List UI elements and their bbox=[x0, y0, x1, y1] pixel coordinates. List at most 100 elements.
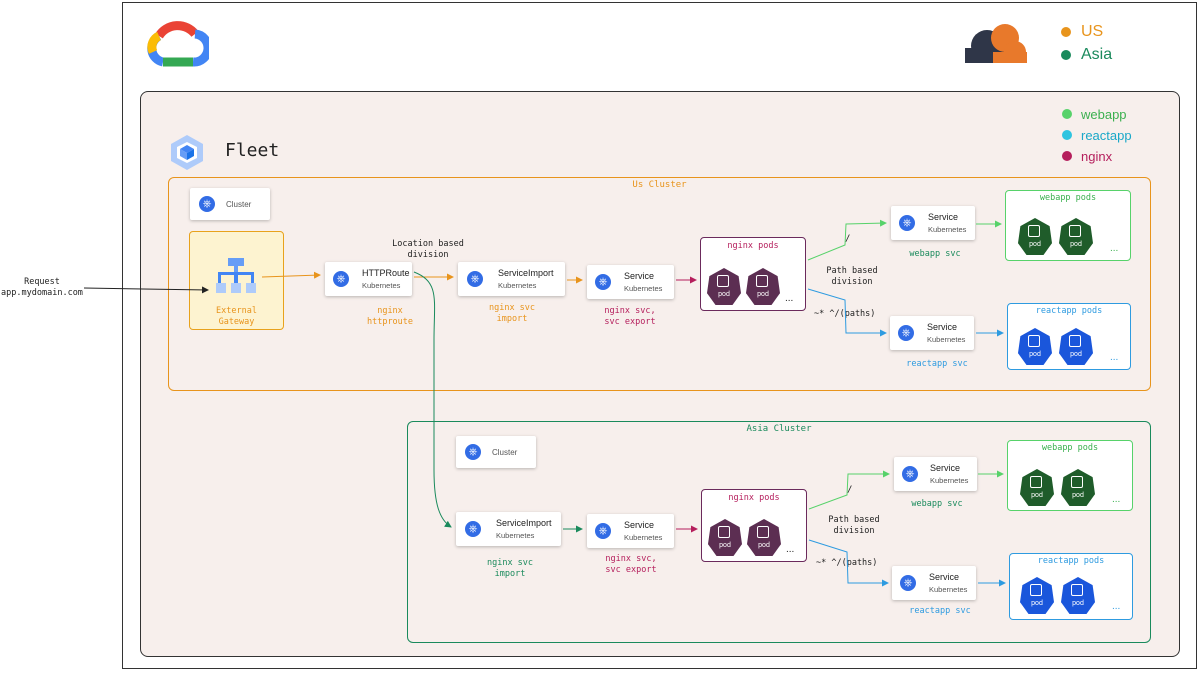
more-pods: ... bbox=[1112, 601, 1121, 612]
card-subtitle: Kubernetes bbox=[930, 476, 969, 485]
httproute-card: ⎈ HTTPRoute Kubernetes bbox=[325, 262, 412, 296]
route-paths-label: ~* ^/(paths) bbox=[816, 558, 878, 568]
region-cloud-icon bbox=[965, 24, 1027, 63]
card-subtitle: Kubernetes bbox=[928, 225, 967, 234]
legend-item-reactapp: reactapp bbox=[1062, 126, 1132, 144]
more-pods: ... bbox=[1110, 243, 1119, 254]
us-serviceimport-card: ⎈ ServiceImport Kubernetes bbox=[458, 262, 565, 296]
kubernetes-icon: ⎈ bbox=[595, 523, 611, 539]
kubernetes-icon: ⎈ bbox=[902, 466, 918, 482]
kubernetes-icon: ⎈ bbox=[899, 215, 915, 231]
more-pods: ... bbox=[786, 544, 795, 555]
card-subtitle: Kubernetes bbox=[624, 284, 663, 293]
asia-reactapp-pods-box: reactapp pods pod pod ... bbox=[1009, 553, 1133, 620]
diagram-frame bbox=[122, 2, 1197, 669]
fleet-container bbox=[140, 91, 1180, 657]
pods-title: webapp pods bbox=[1039, 193, 1097, 203]
legend-label-asia: Asia bbox=[1081, 46, 1113, 63]
pods-title: nginx pods bbox=[727, 241, 779, 251]
legend-item-nginx: nginx bbox=[1062, 147, 1132, 165]
us-service-card: ⎈ Service Kubernetes bbox=[587, 265, 674, 299]
card-title: ServiceImport bbox=[498, 268, 554, 278]
legend-dot-us bbox=[1061, 27, 1071, 37]
nginx-pod: pod bbox=[707, 268, 741, 305]
legend-item-webapp: webapp bbox=[1062, 105, 1132, 123]
fleet-label: Fleet bbox=[225, 140, 280, 161]
asia-webapp-svc-label: webapp svc bbox=[911, 499, 963, 509]
card-subtitle: Kubernetes bbox=[927, 335, 966, 344]
asia-cluster-box: Asia Cluster bbox=[407, 421, 1151, 643]
card-subtitle: Kubernetes bbox=[929, 585, 968, 594]
asia-service-label: nginx svc,svc export bbox=[605, 554, 657, 575]
google-cloud-logo bbox=[147, 21, 209, 67]
card-subtitle: Kubernetes bbox=[496, 531, 535, 540]
legend-dot-reactapp bbox=[1062, 130, 1072, 140]
us-cluster-box: Us Cluster bbox=[168, 177, 1151, 391]
us-webapp-service-card: ⎈ Service Kubernetes bbox=[891, 206, 975, 240]
kubernetes-icon: ⎈ bbox=[465, 521, 481, 537]
reactapp-pod: pod bbox=[1018, 328, 1052, 365]
kubernetes-icon: ⎈ bbox=[595, 274, 611, 290]
pods-title: webapp pods bbox=[1041, 443, 1099, 453]
card-title: Service bbox=[624, 520, 655, 530]
kubernetes-icon: ⎈ bbox=[465, 444, 481, 460]
reactapp-pod: pod bbox=[1061, 577, 1095, 614]
pods-title: reactapp pods bbox=[1035, 306, 1103, 316]
asia-service-card: ⎈ Service Kubernetes bbox=[587, 514, 674, 548]
us-reactapp-service-card: ⎈ Service Kubernetes bbox=[890, 316, 974, 350]
card-title: Service bbox=[930, 463, 961, 473]
nginx-pod: pod bbox=[708, 519, 742, 556]
region-legend: US Asia bbox=[1061, 22, 1112, 65]
reactapp-pod: pod bbox=[1020, 577, 1054, 614]
kubernetes-icon: ⎈ bbox=[333, 271, 349, 287]
pods-title: nginx pods bbox=[728, 493, 780, 503]
us-webapp-pods-box: webapp pods pod pod ... bbox=[1005, 190, 1131, 261]
kubernetes-icon: ⎈ bbox=[900, 575, 916, 591]
route-root-label: / bbox=[847, 485, 853, 495]
app-legend: webapp reactapp nginx bbox=[1062, 105, 1132, 165]
card-title: Service bbox=[927, 322, 958, 332]
nginx-pod: pod bbox=[747, 519, 781, 556]
more-pods: ... bbox=[1110, 352, 1119, 363]
card-subtitle: Kubernetes bbox=[498, 281, 537, 290]
webapp-pod: pod bbox=[1059, 218, 1093, 255]
webapp-pod: pod bbox=[1020, 469, 1054, 506]
fleet-cube-icon bbox=[171, 135, 203, 170]
kubernetes-icon: ⎈ bbox=[467, 271, 483, 287]
legend-dot-asia bbox=[1061, 50, 1071, 60]
legend-label-reactapp: reactapp bbox=[1081, 127, 1132, 143]
card-title: Service bbox=[624, 271, 655, 281]
asia-nginx-pods-box: nginx pods pod pod ... bbox=[701, 489, 807, 562]
legend-dot-nginx bbox=[1062, 151, 1072, 161]
webapp-pod: pod bbox=[1061, 469, 1095, 506]
card-title: Service bbox=[929, 572, 960, 582]
us-reactapp-pods-box: reactapp pods pod pod ... bbox=[1007, 303, 1131, 370]
pods-title: reactapp pods bbox=[1037, 556, 1105, 566]
card-subtitle: Kubernetes bbox=[624, 533, 663, 542]
legend-item-asia: Asia bbox=[1061, 45, 1112, 65]
us-nginx-pods-box: nginx pods pod pod ... bbox=[700, 237, 806, 311]
asia-webapp-service-card: ⎈ Service Kubernetes bbox=[894, 457, 977, 491]
kubernetes-icon: ⎈ bbox=[199, 196, 215, 212]
asia-reactapp-service-card: ⎈ Service Kubernetes bbox=[892, 566, 976, 600]
route-root-label: / bbox=[845, 234, 851, 244]
legend-label-nginx: nginx bbox=[1081, 148, 1113, 164]
more-pods: ... bbox=[785, 293, 794, 304]
card-title: ServiceImport bbox=[496, 518, 552, 528]
legend-label-us: US bbox=[1081, 23, 1104, 40]
reactapp-pod: pod bbox=[1059, 328, 1093, 365]
webapp-pod: pod bbox=[1018, 218, 1052, 255]
asia-webapp-pods-box: webapp pods pod pod ... bbox=[1007, 440, 1133, 511]
us-cluster-card: ⎈ Cluster bbox=[190, 188, 270, 220]
cluster-card-label: Cluster bbox=[492, 448, 518, 457]
route-paths-label: ~* ^/(paths) bbox=[814, 309, 876, 319]
